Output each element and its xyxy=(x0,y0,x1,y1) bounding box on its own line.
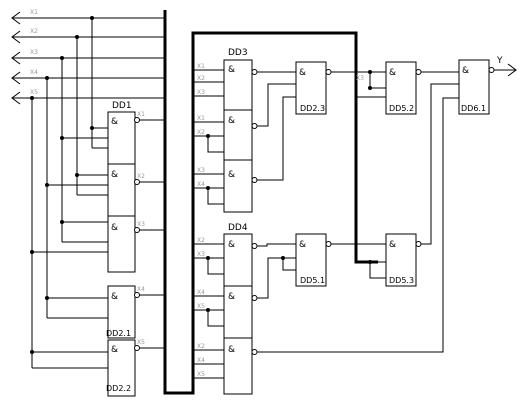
gate-symbol: & xyxy=(111,117,118,127)
dd3-label: DD3 xyxy=(228,48,248,58)
pin-label: X4 xyxy=(197,289,205,296)
dd4-label: DD4 xyxy=(228,223,248,233)
pin-label: X4 xyxy=(137,286,145,293)
gate-symbol: & xyxy=(389,240,396,250)
pin-label: X5 xyxy=(197,371,205,378)
dd5-3-gate: & DD5.3 xyxy=(385,233,422,287)
pin-label: X2 xyxy=(197,237,205,244)
dd2-1-label: DD2.1 xyxy=(106,329,131,338)
pin-label: X2 xyxy=(197,129,205,136)
input-label-x3: X3 xyxy=(30,49,38,56)
dd3-bus-inputs: X1 X2 X3 X1 X2 X3 X4 xyxy=(193,63,224,189)
dd4-to-dd51 xyxy=(257,243,296,299)
dd3-gate-3: & xyxy=(223,159,258,213)
gate-symbol: & xyxy=(111,292,118,302)
input-label-x5: X5 xyxy=(30,89,38,96)
input-arrow-x1: X1 xyxy=(11,9,165,25)
dd3-feedback xyxy=(206,134,224,205)
gate-symbol: & xyxy=(299,240,306,250)
gate-symbol: & xyxy=(299,68,306,78)
pin-label: X2 xyxy=(137,173,145,180)
input-arrow-x3: X3 xyxy=(11,49,165,65)
gate-symbol: & xyxy=(389,68,396,78)
dd53-out-wire xyxy=(421,83,459,245)
signal-bus xyxy=(163,10,378,395)
dd5-3-label: DD5.3 xyxy=(389,276,414,285)
dd3-to-dd23 xyxy=(257,71,296,181)
dd2-2-label: DD2.2 xyxy=(106,384,131,393)
pin-label: X5 xyxy=(137,339,145,346)
dd3-gate-1: & xyxy=(223,59,258,111)
gate-symbol: & xyxy=(111,223,118,233)
dd5-2-gate: & DD5.2 xyxy=(385,61,422,115)
distribution-lines xyxy=(31,18,108,369)
gate-symbol: & xyxy=(228,116,235,126)
gate-symbol: & xyxy=(228,170,235,180)
dd4-feedback xyxy=(206,256,224,327)
dd2-2-gate: & X5 DD2.2 xyxy=(106,339,145,397)
dd6-1-label: DD6.1 xyxy=(461,104,486,113)
dd3-gate-2: & xyxy=(223,109,258,161)
pin-label: X3 xyxy=(137,221,145,228)
gate-symbol: & xyxy=(228,65,235,75)
pin-label: X3 xyxy=(197,251,205,258)
dd6-1-gate: & DD6.1 xyxy=(458,59,495,115)
dd4-3-to-dd61 xyxy=(257,97,459,353)
gate-symbol: & xyxy=(228,292,235,302)
gate-symbol: & xyxy=(462,66,469,76)
input-arrow-x5: X5 xyxy=(11,89,165,105)
input-label-x1: X1 xyxy=(30,9,38,16)
dd1-gate-1: & X1 xyxy=(107,111,145,165)
input-label-x4: X4 xyxy=(30,69,38,76)
pin-label: X1 xyxy=(197,115,205,122)
pin-label: X4 xyxy=(197,181,205,188)
pin-label: X3 xyxy=(197,89,205,96)
dd1-label: DD1 xyxy=(112,101,132,111)
output-label-y: Y xyxy=(496,56,503,66)
pin-label: X1 xyxy=(197,63,205,70)
input-label-x2: X2 xyxy=(30,28,38,35)
gate-symbol: & xyxy=(111,345,118,355)
dd4-gate-2: & xyxy=(223,285,258,339)
pin-label: X3 xyxy=(356,75,364,82)
dd5-1-gate: & DD5.1 xyxy=(295,233,332,287)
output-arrow-y: Y xyxy=(494,56,517,77)
input-arrow-x4: X4 xyxy=(11,69,165,85)
dd5-2-label: DD5.2 xyxy=(389,104,414,113)
dd4-gate-3: & xyxy=(223,337,258,395)
pin-label: X2 xyxy=(197,75,205,82)
dd1-gate-3: & X3 xyxy=(107,215,145,273)
input-arrows: X1 X2 X3 X4 X5 xyxy=(11,9,165,105)
junction-dots-left xyxy=(30,16,94,354)
pin-label: X1 xyxy=(137,111,145,118)
gate-symbol: & xyxy=(228,240,235,250)
pin-label: X5 xyxy=(197,303,205,310)
dd1-gate-2: & X2 xyxy=(107,163,145,217)
pin-label: X4 xyxy=(197,357,205,364)
pin-label: X3 xyxy=(197,167,205,174)
dd2-3-gate: & DD2.3 xyxy=(295,61,332,115)
input-arrow-x2: X2 xyxy=(11,28,165,44)
dd53-inputs xyxy=(368,260,386,279)
bus-stubs xyxy=(135,119,165,349)
pin-label: X2 xyxy=(197,343,205,350)
gate-symbol: & xyxy=(111,170,118,180)
dd5-1-label: DD5.1 xyxy=(300,276,325,285)
dd52-inputs xyxy=(356,70,386,98)
gate-symbol: & xyxy=(228,345,235,355)
dd2-1-gate: & X4 DD2.1 xyxy=(106,285,145,339)
dd4-gate-1: & xyxy=(223,233,258,287)
dd2-3-label: DD2.3 xyxy=(300,104,325,113)
